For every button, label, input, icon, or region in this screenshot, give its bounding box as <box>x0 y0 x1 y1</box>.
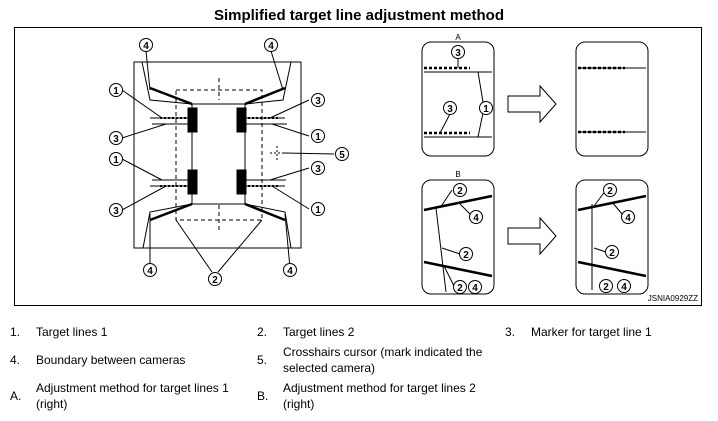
callout-5: 5 <box>339 150 345 161</box>
callout-2: 2 <box>457 186 463 197</box>
callout-2: 2 <box>607 186 613 197</box>
callout-4: 4 <box>147 266 153 277</box>
callout-3: 3 <box>455 48 461 59</box>
panel-b: B 2 4 2 2 4 2 4 2 2 4 <box>421 170 649 295</box>
callout-1: 1 <box>315 132 321 143</box>
figure-drawing: 4 4 1 3 1 3 3 1 5 3 1 4 4 2 A 3 3 1 <box>109 33 649 295</box>
callout-2: 2 <box>457 283 463 294</box>
callout-4: 4 <box>287 266 293 277</box>
panel-a: A 3 3 1 <box>421 33 649 157</box>
boundary-bottom-left <box>142 203 193 249</box>
callout-3: 3 <box>315 164 321 175</box>
callout-4: 4 <box>143 41 149 52</box>
callout-4: 4 <box>472 283 478 294</box>
callout-2: 2 <box>463 250 469 261</box>
figure-frame <box>14 27 702 306</box>
panel-a-label: A <box>455 33 461 42</box>
top-view-diagram <box>121 50 335 273</box>
callout-3: 3 <box>447 104 453 115</box>
panel-b-label: B <box>455 170 460 179</box>
diagram-title: Simplified target line adjustment method <box>213 7 505 24</box>
rear-camera-left <box>187 169 198 195</box>
callout-1: 1 <box>113 86 119 97</box>
callout-4: 4 <box>473 213 479 224</box>
callout-2: 2 <box>212 275 218 286</box>
image-code: JSNIA0929ZZ <box>647 294 698 303</box>
callout-2: 2 <box>609 248 615 259</box>
arrow-b <box>507 216 557 256</box>
vehicle-body <box>191 103 246 205</box>
arrow-a <box>507 84 557 124</box>
callout-3: 3 <box>113 206 119 217</box>
boundary-top-right <box>244 61 292 105</box>
callout-3: 3 <box>315 96 321 107</box>
callout-1: 1 <box>483 104 489 115</box>
screen-outline <box>133 61 302 249</box>
boundary-bottom-right <box>244 203 292 249</box>
boundary-top-left <box>141 61 193 105</box>
callout-4: 4 <box>268 41 274 52</box>
callout-4: 4 <box>621 282 627 293</box>
callout-4: 4 <box>625 213 631 224</box>
rear-camera-right <box>236 169 247 195</box>
front-camera-left <box>187 107 198 133</box>
callout-1: 1 <box>113 155 119 166</box>
callout-2: 2 <box>603 282 609 293</box>
callout-1: 1 <box>315 205 321 216</box>
callout-3: 3 <box>113 134 119 145</box>
front-camera-right <box>236 107 247 133</box>
